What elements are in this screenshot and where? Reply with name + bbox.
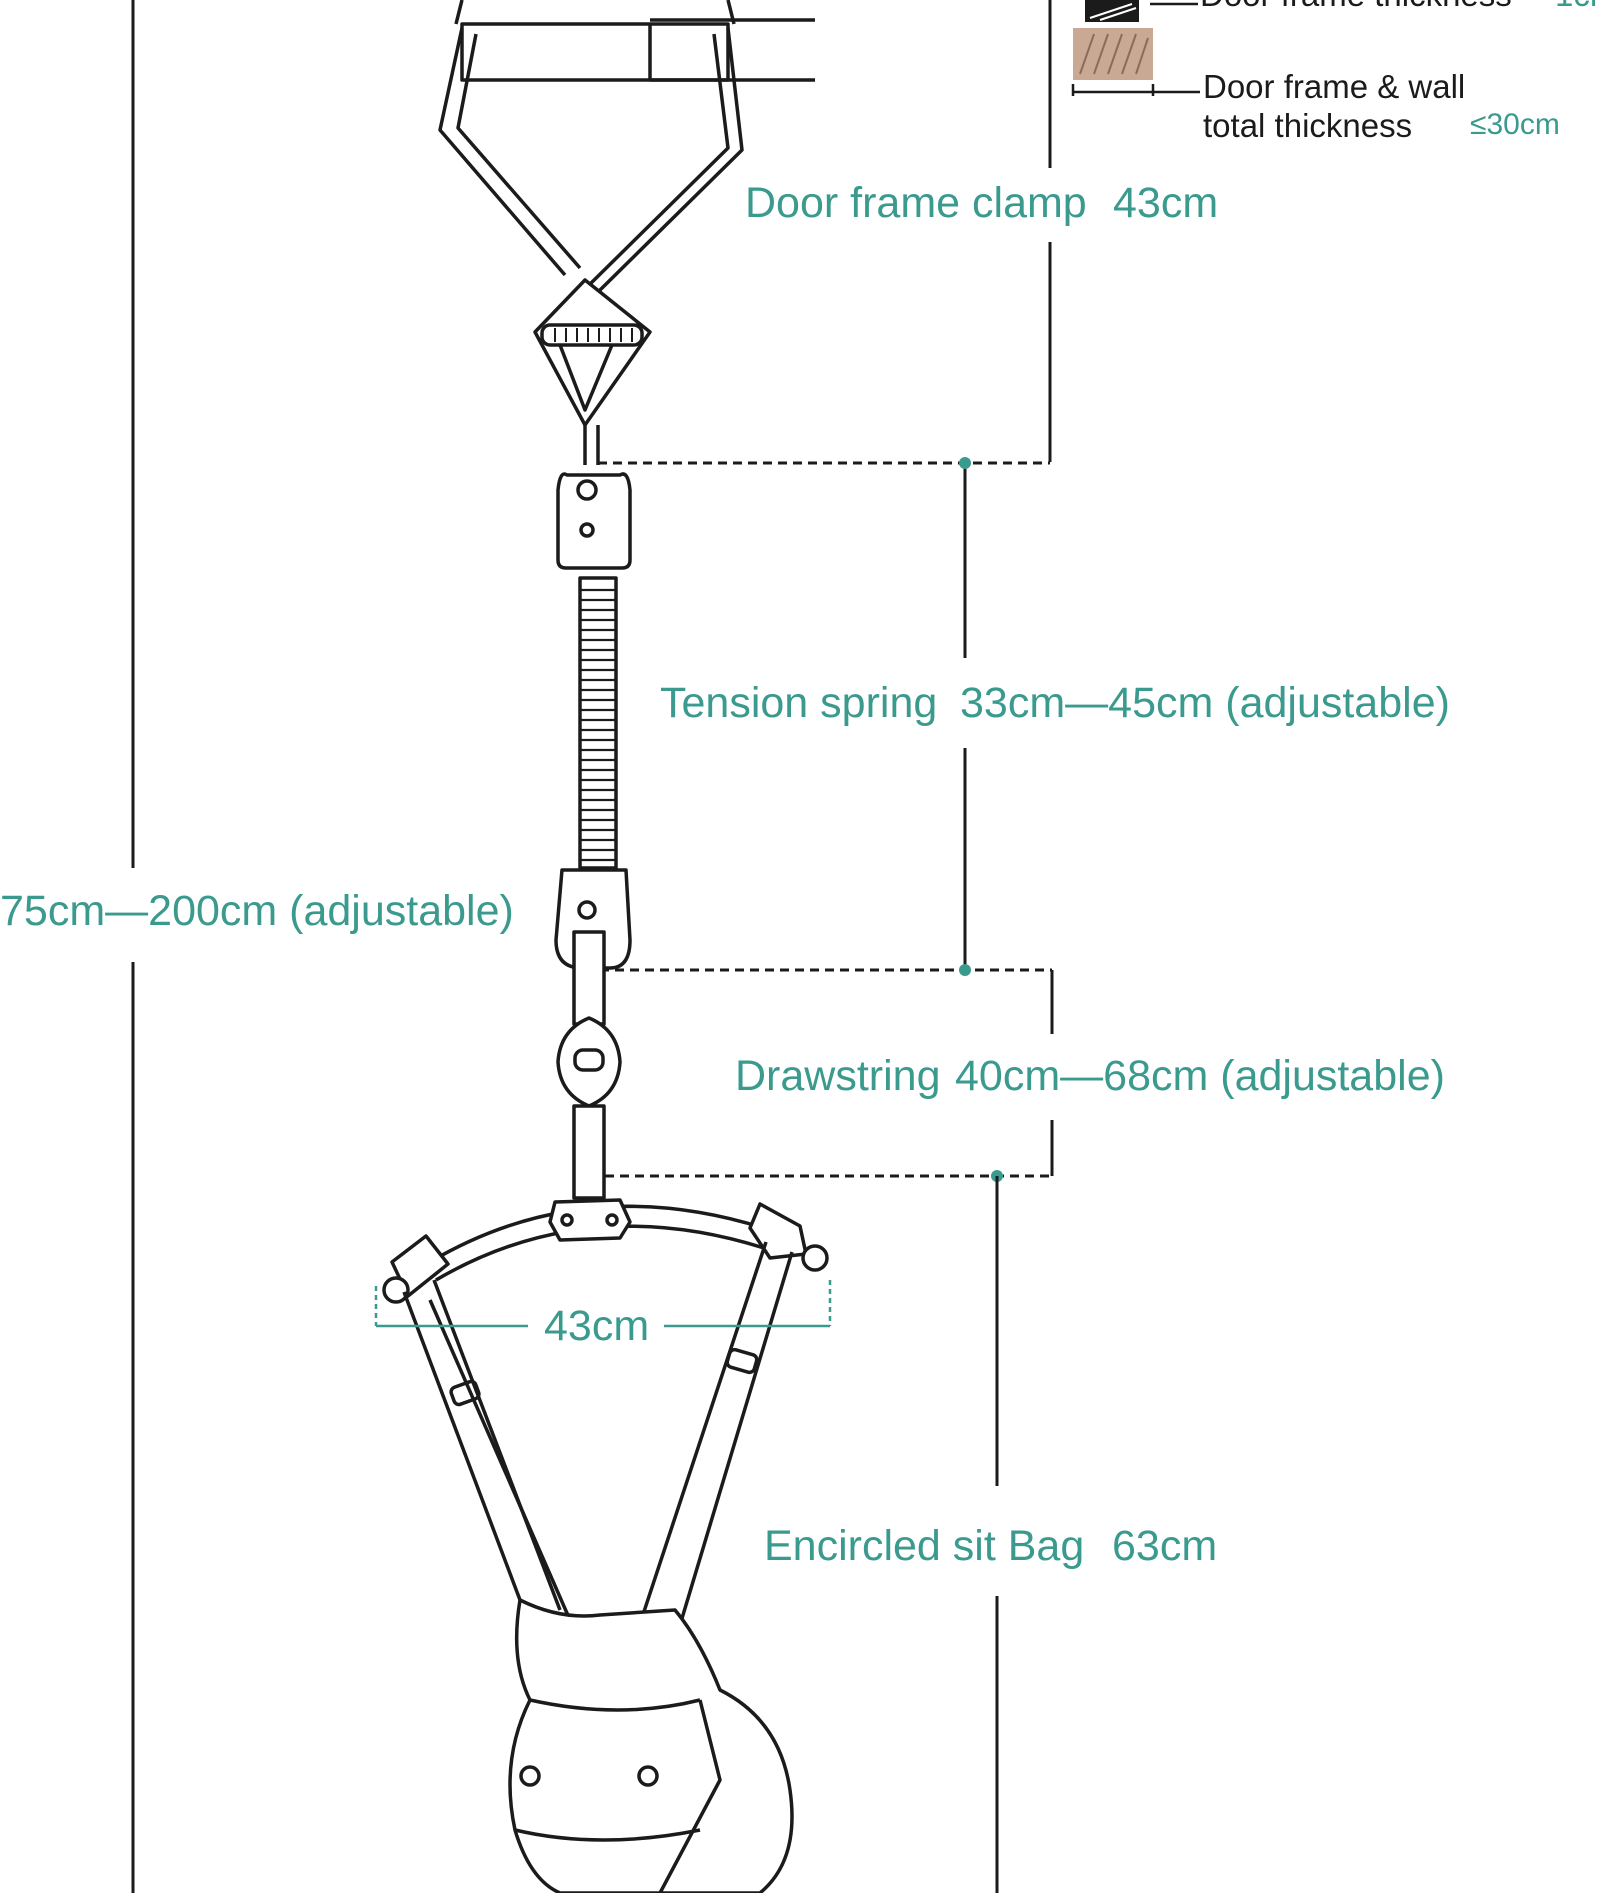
sit-bag-value: 63cm: [1112, 1522, 1217, 1570]
drawstring-label: Drawstring: [735, 1052, 941, 1100]
door-frame-clamp-label: Door frame clamp: [745, 179, 1087, 227]
tension-spring-bottom-marker: [959, 964, 971, 976]
spring-coils: [580, 588, 616, 862]
tension-spring-label: Tension spring: [660, 679, 937, 727]
seat-width-dimension: [374, 1280, 832, 1328]
door-frame-thickness-value: 1cr: [1555, 0, 1600, 13]
jumper-seat: [382, 1198, 829, 1893]
sit-bag-label: Encircled sit Bag: [764, 1522, 1084, 1570]
door-frame-detail: [1071, 0, 1200, 96]
seat-width-label: 43cm: [544, 1302, 649, 1350]
drawstring-value: 40cm—68cm (adjustable): [955, 1052, 1445, 1100]
wall-total-value: ≤30cm: [1470, 108, 1560, 141]
drawstring-dimension: [605, 970, 1054, 1178]
drawstring: [556, 930, 622, 1200]
door-frame-clamp: [438, 0, 815, 465]
overall-height-label: 75cm—200cm (adjustable): [0, 887, 514, 935]
door-frame-thickness-label: Door frame thickness: [1200, 0, 1512, 13]
door-frame-clamp-value: 43cm: [1113, 179, 1218, 227]
tension-spring-dimension: [600, 463, 1052, 972]
tension-spring: [554, 472, 632, 970]
wall-total-label-line2: total thickness: [1203, 107, 1412, 144]
door-frame-clamp-dimension: [598, 0, 1052, 465]
tension-spring-top-marker: [959, 457, 971, 469]
tension-spring-value: 33cm—45cm (adjustable): [960, 679, 1450, 727]
wall-swatch: [1073, 28, 1153, 80]
wall-total-label-line1: Door frame & wall: [1203, 68, 1465, 105]
